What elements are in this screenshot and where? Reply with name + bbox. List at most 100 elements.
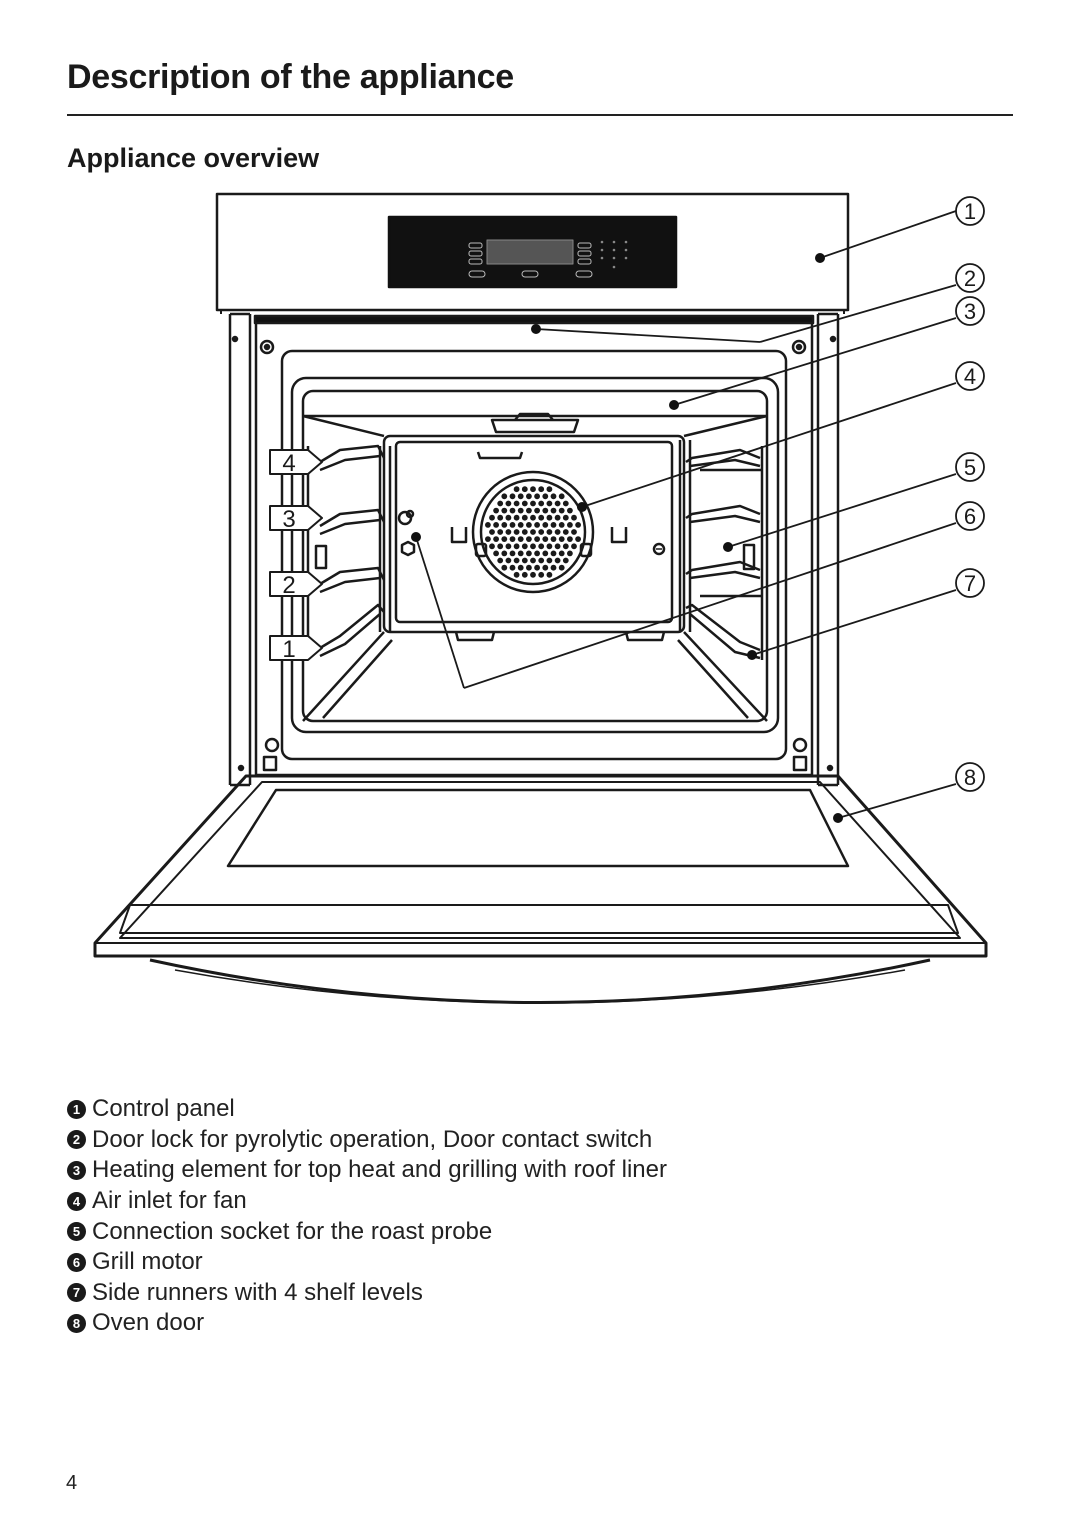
fan-grille-hole [513,543,520,550]
number-badge: 5 [67,1222,86,1242]
fan-grille-hole [509,522,516,528]
fan-grille-hole [567,507,573,514]
fan-grille-hole [521,557,528,564]
fan-grille-hole [530,543,536,550]
fan-grille-hole [509,507,516,514]
fan-grille-hole [538,571,545,578]
fan-grille-hole [513,486,520,493]
callout-leader-lines [415,210,957,819]
fan-grille-hole [505,514,512,521]
fan-grille-hole [567,522,573,528]
legend-text: Control panel [92,1095,235,1123]
fan-grille-hole [517,493,524,500]
fan-grille-hole [521,543,528,550]
fan-grille-hole [497,514,504,521]
fan-grille-hole [571,543,577,550]
legend-text: Air inlet for fan [92,1187,247,1215]
fan-cover [471,470,595,594]
shelf-level-2: 2 [282,572,295,599]
fan-grille-hole [567,536,573,542]
fan-grille-hole [538,529,545,535]
fan-grille-hole [521,514,528,521]
fan-grille-hole [521,529,528,535]
fan-grille-hole [554,529,561,535]
fan-grille-hole [530,514,536,521]
fan-grille-hole [567,550,573,557]
fan-grille-hole [562,543,569,550]
fan-grille-hole [526,536,532,542]
fan-grille-hole [526,493,532,500]
title-divider [67,114,1013,116]
shelf-level-markers [269,449,323,661]
fan-grille-hole [526,522,532,528]
fan-grille-hole [554,557,561,564]
fan-grille-hole [513,557,520,564]
fan-grille-hole [509,550,516,557]
fan-grille-hole [526,507,532,514]
number-badge: 4 [67,1191,86,1211]
number-badge: 3 [67,1160,86,1180]
fan-grille-hole [538,557,545,564]
fan-grille-hole [513,514,520,521]
fan-grille-hole [546,557,553,564]
fan-grille-hole [558,522,565,528]
fan-grille-hole [562,529,569,535]
legend-text: Grill motor [92,1248,203,1276]
fan-grille-hole [546,571,553,578]
fan-grille-hole [521,500,528,507]
legend-text: Side runners with 4 shelf levels [92,1278,423,1306]
fan-grille-hole [493,522,499,528]
fan-grille-hole [534,522,540,528]
shelf-level-3: 3 [282,506,295,533]
fan-grille-hole [542,493,549,500]
fan-grille-hole [554,500,561,507]
callout-anchor-dots [411,253,843,823]
fan-grille-hole [558,550,565,557]
fan-grille-hole [509,536,516,542]
callout-3: 3 [964,299,976,324]
fan-grille-hole [558,536,565,542]
callout-5: 5 [964,455,976,480]
fan-grille-hole [497,529,504,535]
fan-grille-hole [546,529,553,535]
fan-grille-hole [489,514,495,521]
fan-grille-hole [526,564,532,571]
fan-grille-hole [542,536,549,542]
section-title: Appliance overview [67,143,320,173]
side-runners [306,440,764,660]
legend-text: Connection socket for the roast probe [92,1217,493,1245]
fan-grille-hole [521,571,528,578]
fan-grille-hole [526,550,532,557]
fan-grille-hole [534,536,540,542]
fan-grille-hole [530,500,536,507]
oven-cavity [302,412,768,722]
legend-item: 4 Air inlet for fan [67,1186,667,1217]
fan-grille-hole [501,493,508,500]
fan-grille-hole [538,500,545,507]
fan-grille-hole [497,500,504,507]
fan-grille-hole [542,522,549,528]
legend-text: Oven door [92,1309,205,1337]
fan-grille-hole [542,507,549,514]
callout-2: 2 [964,266,976,291]
fan-grille-hole [505,529,512,535]
fan-grille-hole [497,543,504,550]
fan-grille-hole [534,493,540,500]
page-number: 4 [66,1472,78,1494]
fan-grille-hole [550,564,557,571]
fan-grille-hole [517,564,524,571]
fan-grille-hole [538,514,545,521]
fan-grille-hole [505,543,512,550]
fan-grille-hole [550,522,557,528]
fan-grille-hole [558,493,565,500]
fan-grille-hole [546,514,553,521]
fan-grille-hole [534,507,540,514]
fan-grille-hole [517,550,524,557]
fan-grille-hole [493,536,499,542]
oven-body [228,312,840,787]
fan-grille-hole [538,543,545,550]
